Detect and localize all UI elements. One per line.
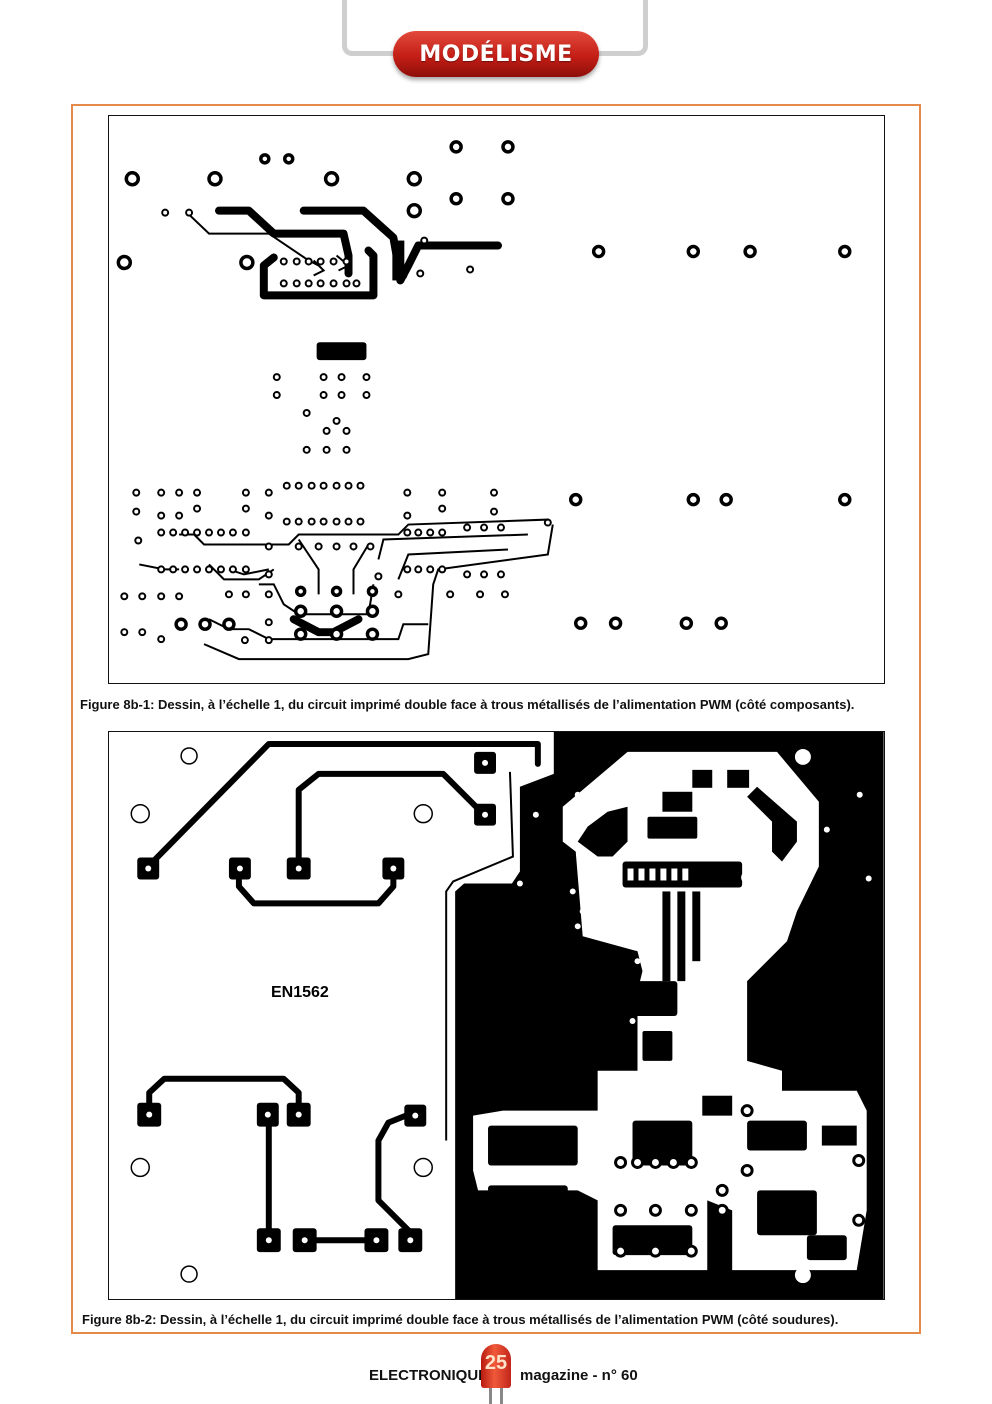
figure-caption-top: Figure 8b-1: Dessin, à l’échelle 1, du c… bbox=[80, 697, 855, 712]
board-label: EN1562 bbox=[271, 984, 329, 1001]
led-icon: 25 bbox=[481, 1344, 511, 1404]
pcb-solder-side-drawing bbox=[130, 732, 884, 1299]
figure-frame bbox=[71, 104, 921, 1334]
section-title: MODÉLISME bbox=[393, 31, 599, 77]
footer-issue: magazine - n° 60 bbox=[520, 1367, 638, 1384]
page-number: 25 bbox=[484, 1352, 508, 1374]
pcb-component-side bbox=[108, 115, 885, 684]
page-footer: ELECTRONIQUE 25 magazine - n° 60 bbox=[0, 1342, 992, 1404]
pcb-component-side-drawing bbox=[116, 140, 852, 661]
figure-caption-bottom: Figure 8b-2: Dessin, à l’échelle 1, du c… bbox=[82, 1312, 839, 1327]
pcb-solder-side: EN1562 bbox=[108, 731, 885, 1300]
footer-magazine-name: ELECTRONIQUE bbox=[369, 1367, 489, 1384]
